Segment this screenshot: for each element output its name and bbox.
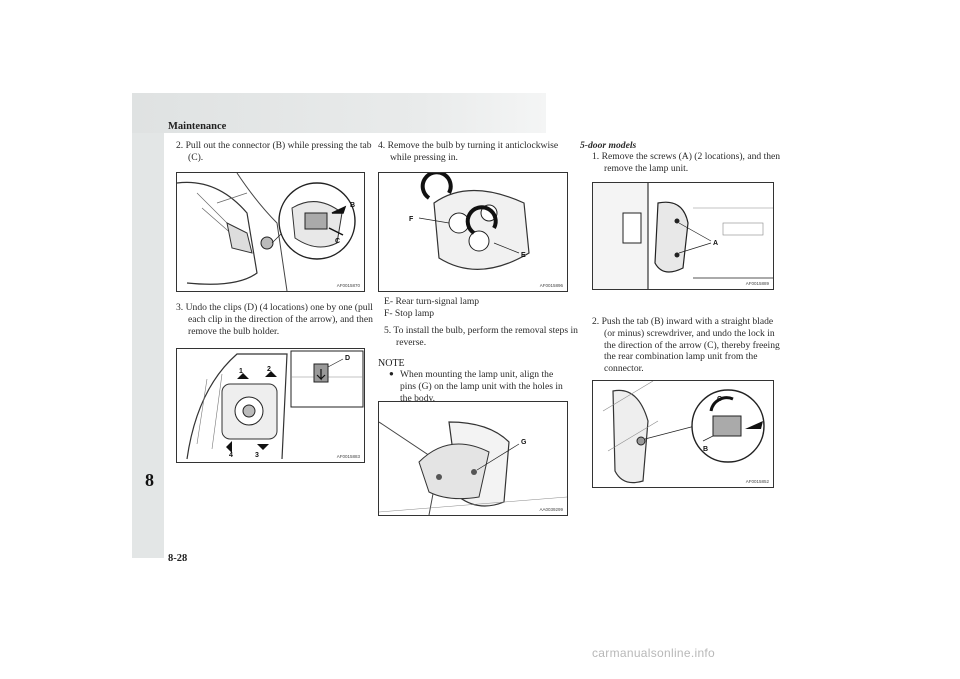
note-text: When mounting the lamp unit, align the p…: [400, 369, 563, 404]
illustration: C B: [602, 381, 765, 484]
page-title: Maintenance: [168, 121, 227, 132]
header-bar: [132, 93, 546, 133]
figure-label: B: [703, 446, 708, 453]
figure-bulb-removal: F E AF0015896: [378, 172, 568, 292]
figure-label: 3: [255, 452, 259, 459]
figure-label: A: [713, 240, 718, 247]
figure-label: E: [521, 252, 526, 259]
illustration: A: [593, 183, 773, 289]
figure-lock-release: C B AF0015852: [592, 380, 774, 488]
section-heading: 5-door models: [580, 140, 637, 151]
figure-code: AA0039299: [539, 507, 563, 512]
step-text: 1. Remove the screws (A) (2 locations), …: [592, 151, 781, 174]
step-text: 2. Push the tab (B) inward with a straig…: [592, 316, 780, 375]
figure-lamp-mounting: G AA0039299: [378, 401, 568, 516]
figure-code: AF0015883: [336, 454, 360, 459]
page-number: 8-28: [168, 553, 188, 564]
figure-label: 2: [267, 366, 271, 373]
figure-label: 1: [239, 368, 243, 375]
step-text: 3. Undo the clips (D) (4 locations) one …: [176, 302, 373, 337]
figure-code: AF0015889: [745, 281, 769, 286]
figure-code: AF0015896: [539, 283, 563, 288]
figure-label: G: [521, 439, 527, 446]
figure-screws: A AF0015889: [592, 182, 774, 290]
illustration: 1 2 3 4 D: [186, 350, 364, 460]
figure-label: C: [335, 238, 340, 245]
figure-label: F: [409, 216, 414, 223]
illustration: B C: [177, 173, 356, 291]
chapter-side-tab: [132, 133, 164, 558]
illustration: G: [379, 421, 567, 515]
figure-code: AF0015870: [336, 283, 360, 288]
step-text: 2. Pull out the connector (B) while pres…: [176, 140, 372, 163]
figure-label: 4: [229, 452, 233, 459]
figure-code: AF0015852: [745, 479, 769, 484]
legend-item: E- Rear turn-signal lamp: [384, 296, 480, 307]
chapter-number: 8: [145, 470, 154, 490]
step-text: 5. To install the bulb, perform the remo…: [384, 325, 578, 348]
illustration: F E: [409, 173, 530, 270]
step-text: 4. Remove the bulb by turning it anticlo…: [378, 140, 559, 163]
bullet-icon: ●: [389, 369, 394, 378]
figure-connector-removal: B C AF0015870: [176, 172, 365, 292]
watermark: carmanualsonline.info: [592, 646, 716, 660]
note-heading: NOTE: [378, 358, 405, 369]
legend-item: F- Stop lamp: [384, 308, 435, 319]
figure-label: B: [350, 202, 355, 209]
figure-label: D: [345, 355, 350, 362]
figure-label: C: [717, 396, 722, 403]
figure-clips-removal: 1 2 3 4 D AF0015883: [176, 348, 365, 463]
